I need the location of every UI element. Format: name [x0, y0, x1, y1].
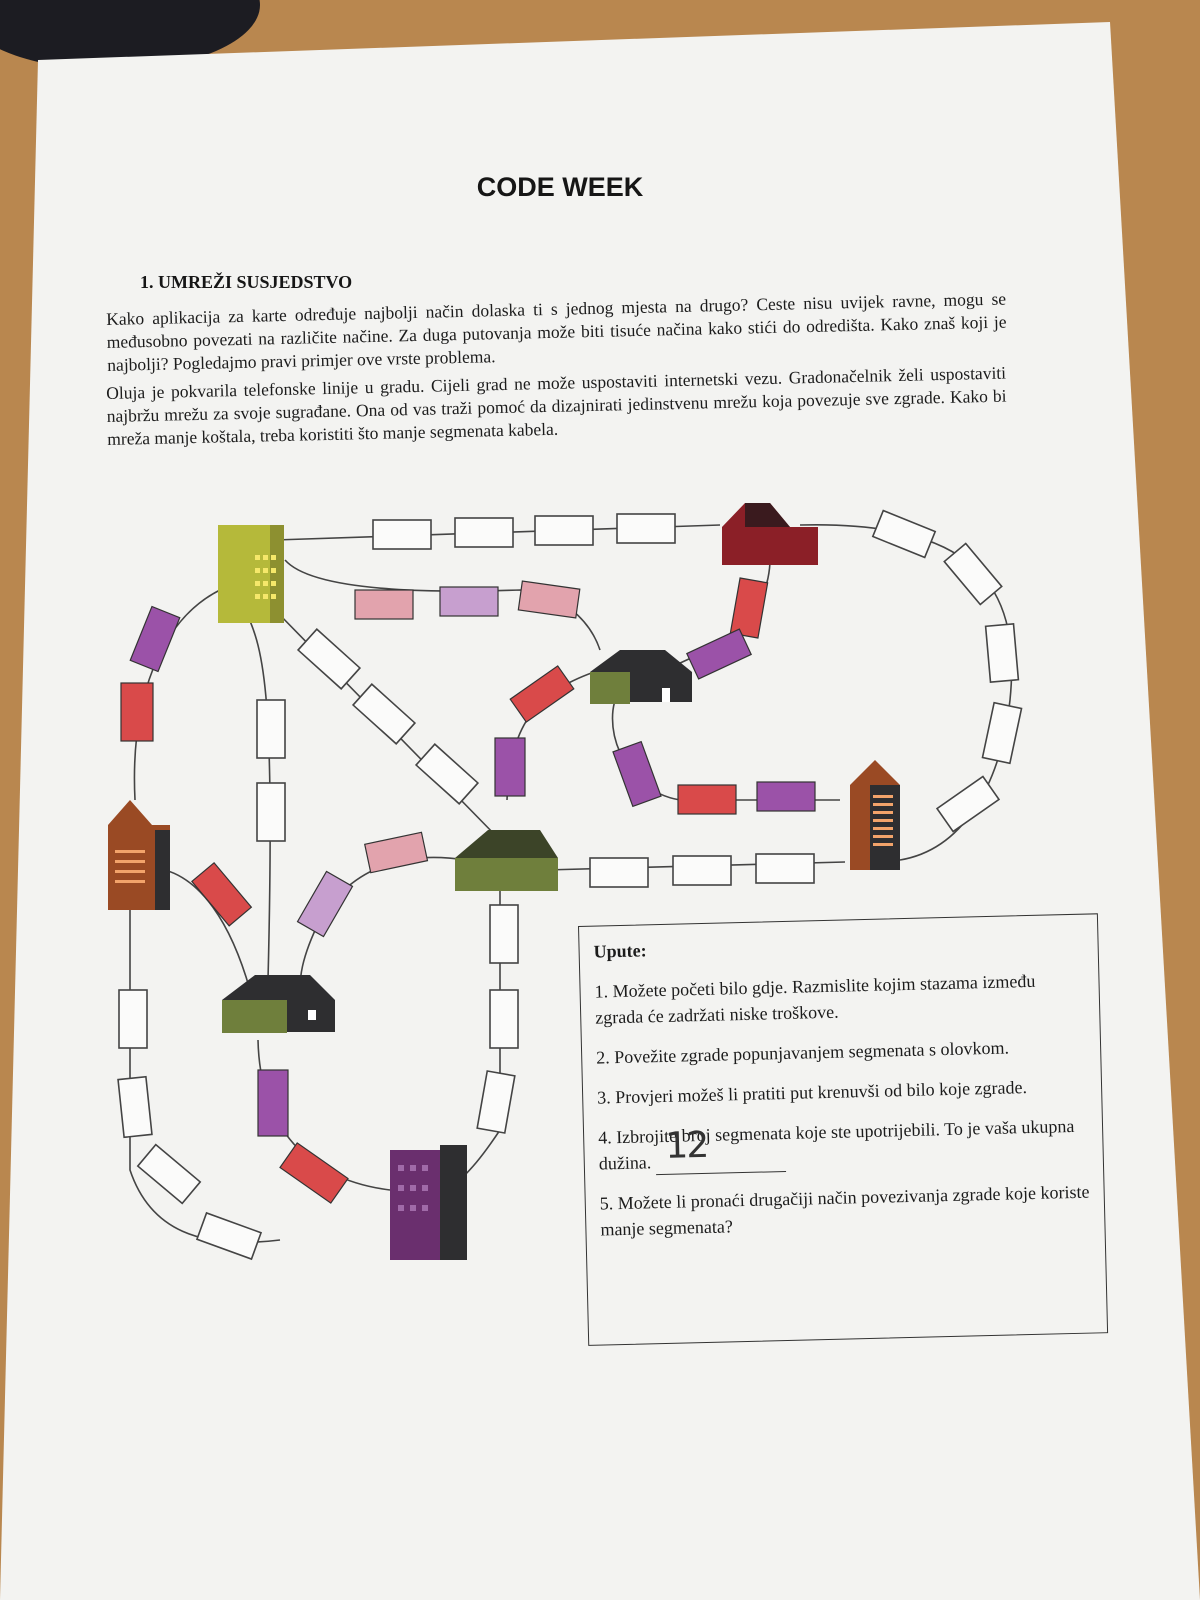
empty-segment [372, 519, 432, 550]
colored-segments [120, 577, 816, 1204]
empty-segment [755, 853, 815, 884]
handwritten-answer: 12 [664, 1124, 708, 1167]
empty-segment [117, 1075, 153, 1139]
building-brown-left [108, 800, 170, 910]
empty-segment [534, 515, 594, 546]
colored-segment [686, 628, 752, 680]
empty-segment [454, 517, 514, 548]
empty-segment [935, 775, 1001, 833]
empty-segment [351, 683, 417, 745]
colored-segment [191, 861, 253, 927]
instruction-item: 1. Možete početi bilo gdje. Razmislite k… [594, 970, 1036, 1028]
empty-segment [871, 509, 937, 559]
empty-segment [943, 542, 1003, 606]
colored-segment [729, 577, 769, 639]
empty-segments [117, 509, 1023, 1261]
empty-segment [195, 1211, 263, 1261]
colored-segment [257, 1069, 289, 1137]
colored-segment [439, 586, 499, 617]
empty-segment [414, 743, 480, 805]
empty-segment [672, 855, 732, 886]
section-heading: 1. UMREŽI SUSJEDSTVO [140, 272, 353, 292]
colored-segment [279, 1142, 349, 1204]
page-title: CODE WEEK [476, 172, 644, 202]
empty-segment [981, 701, 1023, 765]
empty-segment [136, 1143, 202, 1205]
empty-segment [616, 513, 676, 544]
instruction-item: 5. Možete li pronaći drugačiji način pov… [599, 1181, 1090, 1240]
empty-segment [476, 1070, 516, 1134]
building-dark-house [590, 650, 692, 704]
colored-segment [756, 781, 816, 812]
colored-segment [494, 737, 526, 797]
building-olive [218, 525, 284, 623]
empty-segment [984, 623, 1020, 683]
instructions-box: Upute: 1. Možete početi bilo gdje. Razmi… [578, 913, 1109, 1346]
instruction-item: 3. Provjeri možeš li pratiti put krenuvš… [596, 1077, 1028, 1108]
empty-segment [589, 857, 649, 888]
empty-segment [118, 989, 148, 1049]
instruction-item-with-answer: 4. Izbrojite broj segmenata koje ste upo… [598, 1113, 1089, 1177]
building-green-house [455, 830, 558, 891]
empty-segment [489, 989, 519, 1049]
instructions-heading: Upute: [593, 940, 647, 962]
building-dark-red [722, 503, 818, 565]
colored-segment [354, 589, 414, 620]
colored-segment [364, 831, 429, 874]
empty-segment [256, 782, 286, 842]
empty-segment [489, 904, 519, 964]
colored-segment [296, 870, 354, 938]
colored-segment [129, 605, 181, 673]
colored-segment [120, 682, 154, 742]
empty-segment [256, 699, 286, 759]
instruction-item: 2. Povežite zgrade popunjavanjem segmena… [595, 1037, 1010, 1068]
empty-segment [296, 628, 362, 690]
building-purple-tower [390, 1145, 467, 1260]
building-brown-tower [850, 760, 900, 870]
colored-segment [677, 784, 737, 815]
answer-field[interactable]: 12 [655, 1125, 787, 1176]
building-green-bottom [222, 975, 335, 1033]
colored-segment [509, 665, 575, 723]
buildings [108, 503, 900, 1260]
colored-segment [612, 740, 662, 808]
colored-segment [517, 580, 581, 619]
